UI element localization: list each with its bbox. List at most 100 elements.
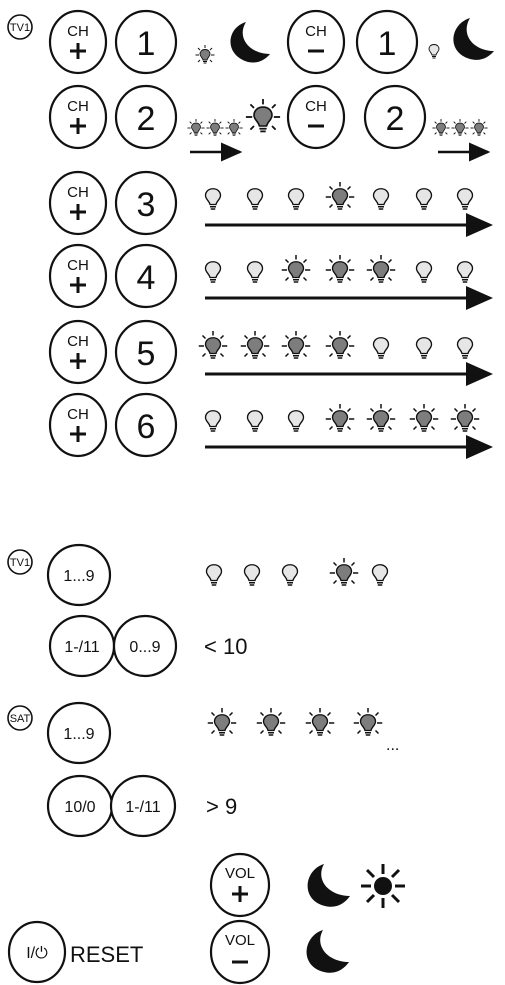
digit-6-button[interactable]: 6 <box>114 392 178 458</box>
bulb-off-icon <box>204 410 222 432</box>
bulb-off-icon <box>415 337 433 359</box>
bulb-on-icon <box>450 403 480 432</box>
bulb-off-icon <box>372 188 390 210</box>
bulb-off-icon <box>456 337 474 359</box>
digits-0-9-button[interactable]: 0...9 <box>112 614 178 678</box>
digit-1-button-2[interactable]: 1 <box>355 9 419 75</box>
bulb-on-icon <box>366 403 396 432</box>
svg-text:3: 3 <box>137 186 156 224</box>
bulb-on-icon <box>281 254 311 283</box>
svg-text:I/⏻: I/⏻ <box>26 945 48 962</box>
svg-text:CH: CH <box>67 333 89 350</box>
svg-text:1-/11: 1-/11 <box>64 639 99 656</box>
svg-text:CH: CH <box>67 23 89 40</box>
bulb-on-icon <box>409 403 439 432</box>
bulb-off-icon <box>204 261 222 283</box>
less-than-10-text: < 10 <box>204 634 247 659</box>
digits-1-9-button[interactable]: 1...9 <box>46 543 112 607</box>
bulb-off-icon <box>204 188 222 210</box>
svg-text:4: 4 <box>137 259 156 297</box>
moon-icon <box>230 22 270 63</box>
bulb-off-icon <box>287 410 305 432</box>
bulb-off-icon <box>246 410 264 432</box>
tv1-badge: TV1 <box>7 14 33 40</box>
ch-plus-button[interactable]: CH <box>48 9 108 75</box>
sat-badge: SAT <box>7 705 33 731</box>
bulb-on-icon <box>325 330 355 359</box>
tv-bulbs <box>205 557 389 586</box>
small-lights-group <box>186 118 244 136</box>
vol-plus-button[interactable]: VOL <box>209 852 271 918</box>
greater-than-9-text: > 9 <box>206 794 237 819</box>
svg-text:1...9: 1...9 <box>63 726 94 743</box>
svg-text:TV1: TV1 <box>10 557 30 569</box>
bulb-on-icon <box>366 254 396 283</box>
digit-2-button-2[interactable]: 2 <box>363 84 427 150</box>
sat-bulbs <box>207 707 383 736</box>
bulb-off-icon <box>372 337 390 359</box>
digit-1-button[interactable]: 1 <box>114 9 178 75</box>
svg-text:1: 1 <box>137 25 156 63</box>
bulb-off-icon <box>287 188 305 210</box>
ellipsis-text: ... <box>386 737 399 754</box>
bulb-off-icon <box>456 188 474 210</box>
moon-icon-2 <box>453 18 494 60</box>
svg-text:2: 2 <box>386 100 405 138</box>
svg-text:VOL: VOL <box>225 865 255 882</box>
digit-2-button[interactable]: 2 <box>114 84 178 150</box>
ch-plus-button-2[interactable]: CH <box>48 84 108 150</box>
ch-plus-button-row-4[interactable]: CH <box>48 243 108 309</box>
svg-text:2: 2 <box>137 100 156 138</box>
ch-plus-button-row-3[interactable]: CH <box>48 170 108 236</box>
digit-3-button[interactable]: 3 <box>114 170 178 236</box>
sun-icon <box>361 864 405 908</box>
small-bulb-icon <box>428 44 440 59</box>
svg-text:CH: CH <box>305 23 327 40</box>
ch-minus-button-2[interactable]: CH <box>286 84 346 150</box>
svg-text:CH: CH <box>67 184 89 201</box>
one-eleven-button-2[interactable]: 1-/11 <box>109 774 177 838</box>
svg-text:5: 5 <box>137 335 156 373</box>
bulb-on-icon <box>198 330 228 359</box>
bulb-off-icon <box>415 188 433 210</box>
ch-plus-button-row-6[interactable]: CH <box>48 392 108 458</box>
tv1-badge-2: TV1 <box>7 549 33 575</box>
bulb-on-icon <box>325 181 355 210</box>
ch-plus-button-row-5[interactable]: CH <box>48 319 108 385</box>
svg-text:0...9: 0...9 <box>129 639 160 656</box>
svg-text:10/0: 10/0 <box>64 799 95 816</box>
svg-text:CH: CH <box>67 406 89 423</box>
bulb-on-icon <box>281 330 311 359</box>
svg-text:CH: CH <box>67 257 89 274</box>
digits-1-9-button-2[interactable]: 1...9 <box>46 701 112 765</box>
ch-minus-button[interactable]: CH <box>286 9 346 75</box>
svg-text:SAT: SAT <box>10 713 31 725</box>
svg-text:CH: CH <box>305 98 327 115</box>
bulb-on-icon <box>325 254 355 283</box>
vol-minus-button[interactable]: VOL <box>209 919 271 985</box>
one-eleven-button[interactable]: 1-/11 <box>48 614 116 678</box>
bulb-off-icon <box>415 261 433 283</box>
digit-4-button[interactable]: 4 <box>114 243 178 309</box>
bulb-on-icon <box>325 403 355 432</box>
svg-text:1: 1 <box>378 25 397 63</box>
digit-5-button[interactable]: 5 <box>114 319 178 385</box>
moon-icon-3 <box>307 864 350 907</box>
active-bulb-icon <box>244 98 282 133</box>
svg-text:1...9: 1...9 <box>63 568 94 585</box>
power-button[interactable]: I/⏻ <box>7 920 67 984</box>
svg-text:6: 6 <box>137 408 156 446</box>
reset-label: RESET <box>70 942 143 967</box>
svg-text:VOL: VOL <box>225 932 255 949</box>
small-light-icon <box>195 44 215 64</box>
svg-text:CH: CH <box>67 98 89 115</box>
bulb-on-icon <box>240 330 270 359</box>
bulb-off-icon <box>246 188 264 210</box>
svg-text:1-/11: 1-/11 <box>125 799 160 816</box>
ten-zero-button[interactable]: 10/0 <box>46 774 114 838</box>
small-lights-group-2 <box>432 118 488 136</box>
bulb-off-icon <box>246 261 264 283</box>
bulb-off-icon <box>456 261 474 283</box>
